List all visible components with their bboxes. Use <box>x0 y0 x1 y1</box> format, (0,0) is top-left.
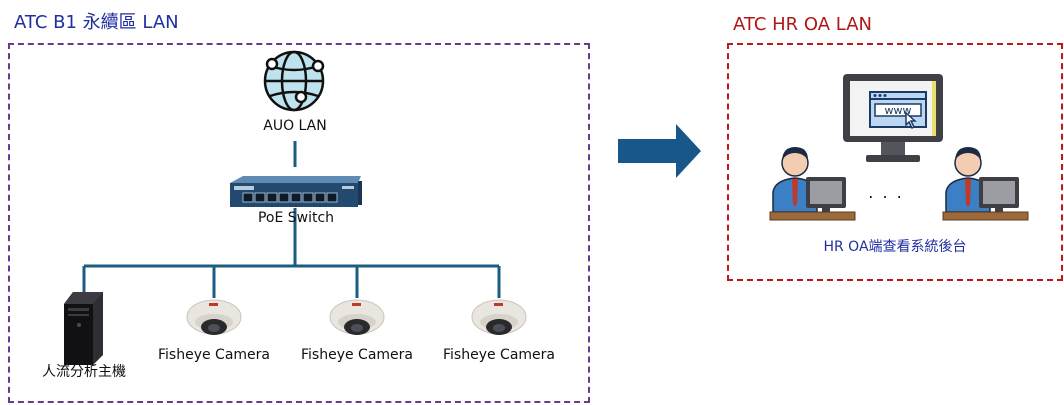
right-arrow-icon <box>618 124 701 178</box>
fisheye-camera-label: Fisheye Camera <box>443 347 555 363</box>
auo-lan-label: AUO LAN <box>263 118 327 134</box>
right-panel-frame <box>727 43 1063 281</box>
globe-icon <box>263 50 325 112</box>
left-panel-frame <box>8 43 590 403</box>
hr-oa-caption: HR OA端查看系統後台 <box>823 239 967 255</box>
fisheye-camera-label: Fisheye Camera <box>158 347 270 363</box>
poe-switch-icon <box>230 176 362 207</box>
browser-www-text: www <box>885 104 912 117</box>
analysis-host-label: 人流分析主機 <box>42 364 126 380</box>
fisheye-camera-label: Fisheye Camera <box>301 347 413 363</box>
left-panel-title: ATC B1 永續區 LAN <box>14 12 179 33</box>
user-at-computer-icon <box>769 147 856 221</box>
user-at-computer-icon <box>942 147 1029 221</box>
fisheye-camera-icon <box>329 299 385 335</box>
ellipsis-text: . . . <box>868 183 904 202</box>
pc-tower-icon <box>64 292 103 365</box>
fisheye-camera-icon <box>471 299 527 335</box>
network-connectors <box>82 141 501 298</box>
browser-www-icon <box>869 91 927 130</box>
fisheye-camera-icon <box>186 299 242 335</box>
right-panel-title: ATC HR OA LAN <box>733 14 873 35</box>
poe-switch-label: PoE Switch <box>257 210 335 226</box>
